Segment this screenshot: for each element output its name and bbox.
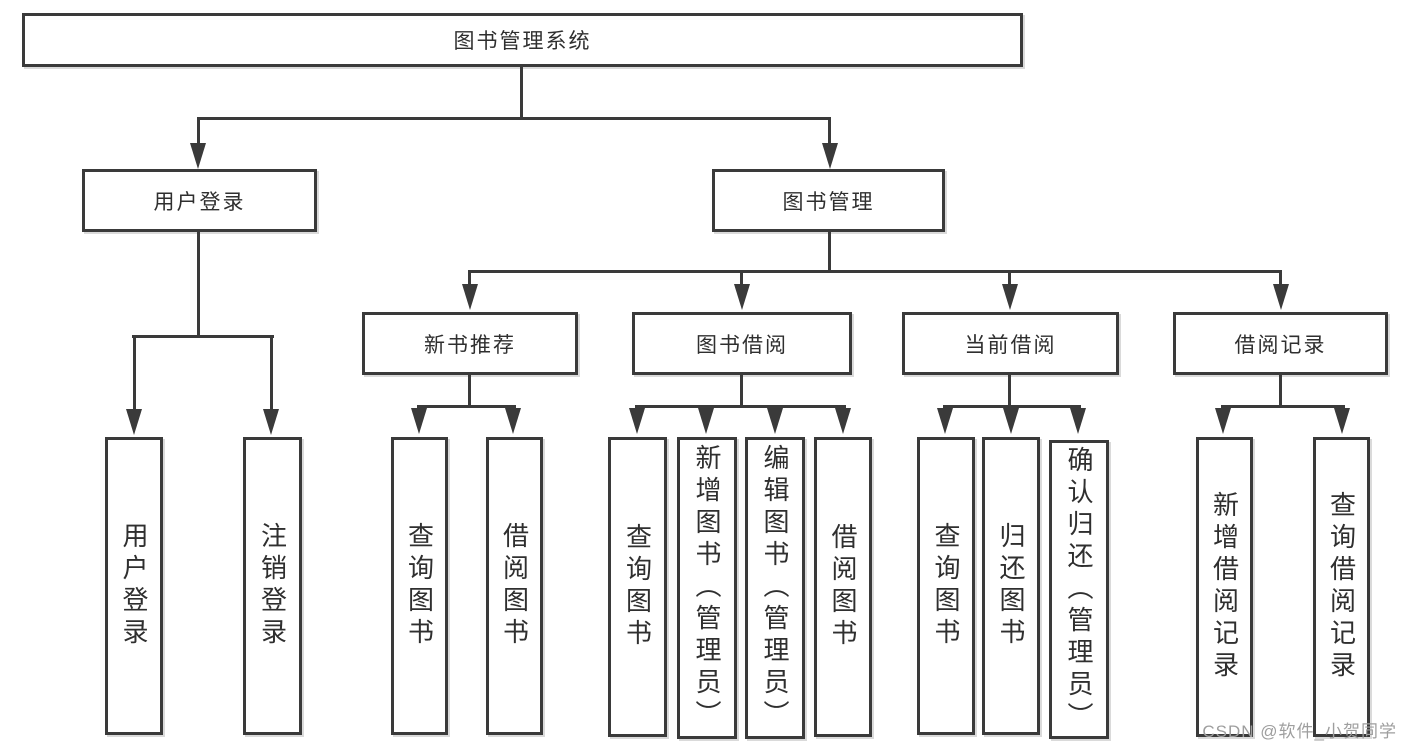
leaf-query-books-recommend: 查询图书 [391, 437, 448, 735]
leaf-return-book: 归还图书 [982, 437, 1040, 735]
csdn-watermark: CSDN @软件_小贺同学 [1202, 722, 1397, 741]
node-book-borrow: 图书借阅 [632, 312, 852, 375]
leaf-borrow-books: 借阅图书 [814, 437, 872, 737]
connector-line [197, 230, 200, 338]
arrow-down-icon [629, 408, 645, 434]
connector-line [133, 337, 136, 411]
connector-line [1008, 373, 1011, 408]
connector-line [740, 373, 743, 408]
leaf-edit-book-admin: 编辑图书（管理员） [745, 437, 805, 739]
arrow-down-icon [505, 408, 521, 434]
arrow-down-icon [126, 409, 142, 435]
node-borrow-records: 借阅记录 [1173, 312, 1388, 375]
connector-line [417, 405, 516, 408]
connector-line [468, 373, 471, 408]
connector-line [1279, 373, 1282, 408]
leaf-query-books-borrow: 查询图书 [608, 437, 667, 737]
leaf-add-borrow-record: 新增借阅记录 [1196, 437, 1253, 737]
leaf-logout: 注销登录 [243, 437, 302, 735]
arrow-down-icon [190, 143, 206, 169]
connector-line [828, 230, 831, 272]
connector-line [1008, 272, 1011, 286]
leaf-add-book-admin: 新增图书（管理员） [677, 437, 737, 739]
leaf-query-books-current: 查询图书 [917, 437, 975, 735]
connector-line [270, 337, 273, 411]
node-new-book-recommend: 新书推荐 [362, 312, 578, 375]
arrow-down-icon [1070, 408, 1086, 434]
arrow-down-icon [1003, 408, 1019, 434]
arrow-down-icon [462, 284, 478, 310]
connector-line [520, 66, 523, 119]
connector-line [197, 117, 831, 120]
connector-line [828, 119, 831, 146]
connector-line [635, 405, 846, 408]
node-book-management: 图书管理 [712, 169, 945, 232]
leaf-borrow-books-recommend: 借阅图书 [486, 437, 543, 735]
leaf-user-login: 用户登录 [105, 437, 163, 735]
arrow-down-icon [698, 408, 714, 434]
arrow-down-icon [1215, 408, 1231, 434]
connector-line [1279, 272, 1282, 286]
arrow-down-icon [1002, 284, 1018, 310]
connector-line [197, 119, 200, 146]
arrow-down-icon [411, 408, 427, 434]
connector-line [132, 335, 274, 338]
node-current-borrow: 当前借阅 [902, 312, 1119, 375]
node-user-login: 用户登录 [82, 169, 317, 232]
arrow-down-icon [1273, 284, 1289, 310]
connector-line [468, 272, 471, 286]
arrow-down-icon [767, 408, 783, 434]
arrow-down-icon [1334, 408, 1350, 434]
arrow-down-icon [263, 409, 279, 435]
node-root-system: 图书管理系统 [22, 13, 1023, 67]
connector-line [1221, 405, 1345, 408]
leaf-confirm-return-admin: 确认归还（管理员） [1049, 440, 1109, 739]
connector-line [740, 272, 743, 286]
connector-line [943, 405, 1081, 408]
arrow-down-icon [822, 143, 838, 169]
connector-line [468, 270, 1282, 273]
arrow-down-icon [734, 284, 750, 310]
leaf-query-borrow-record: 查询借阅记录 [1313, 437, 1370, 737]
arrow-down-icon [835, 408, 851, 434]
arrow-down-icon [937, 408, 953, 434]
